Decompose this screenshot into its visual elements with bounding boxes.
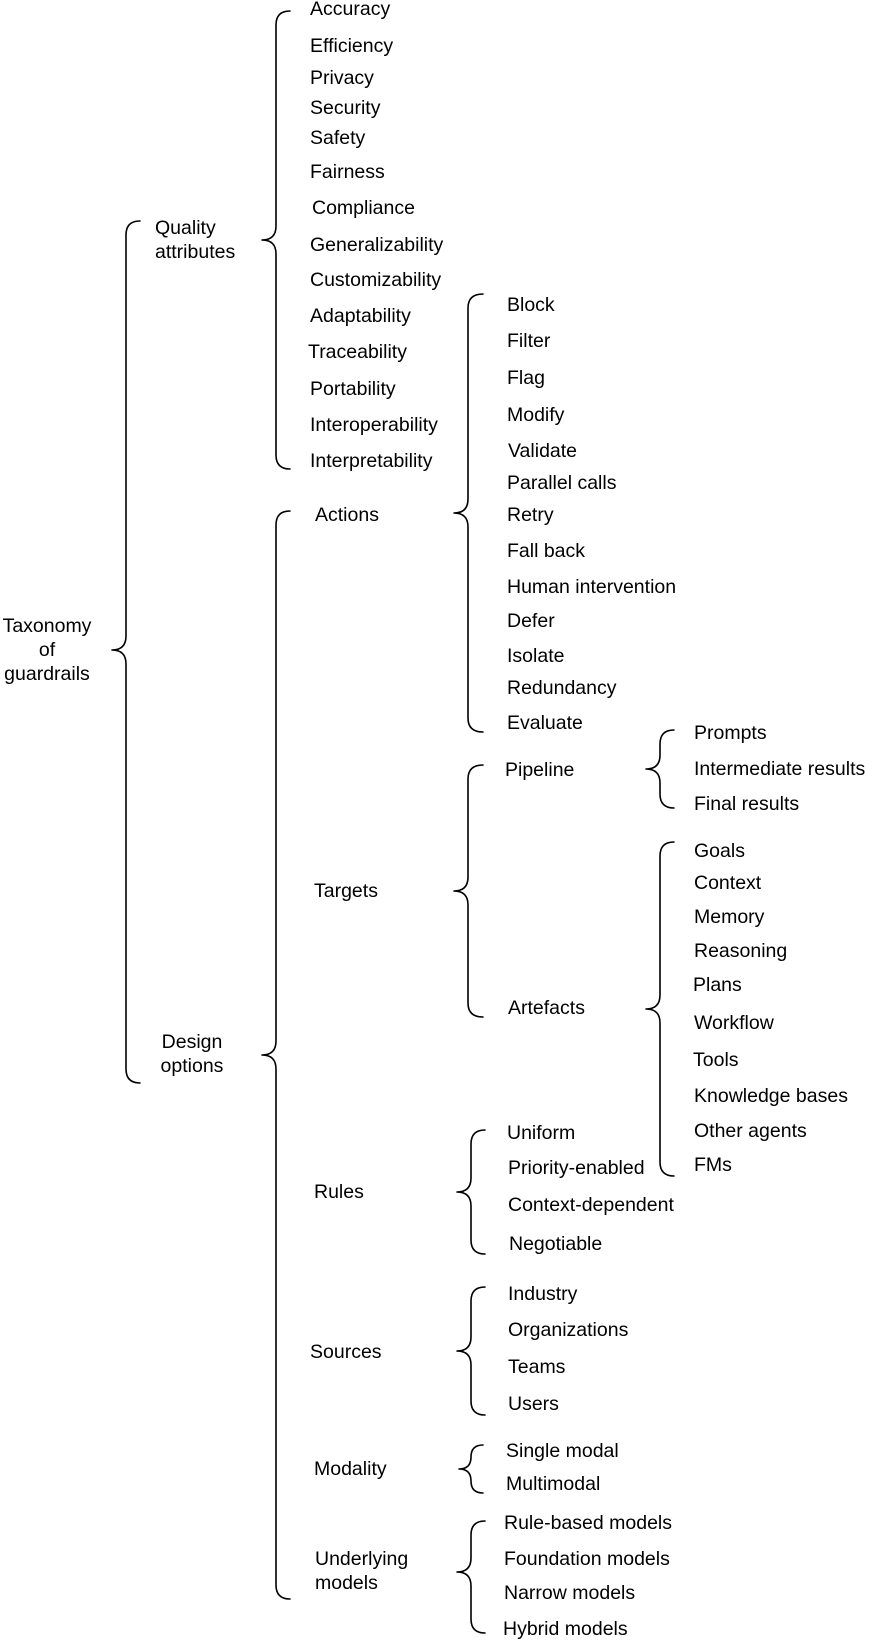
quality-attribute-item: Generalizability <box>310 234 444 256</box>
artefacts-label: Artefacts <box>508 997 585 1019</box>
quality-attribute-item: Accuracy <box>310 0 391 20</box>
brace-rules <box>456 1129 486 1255</box>
action-item: Retry <box>507 504 554 526</box>
design-options-label: Design options <box>155 1030 229 1078</box>
brace-design-options <box>261 510 291 1600</box>
model-item: Narrow models <box>504 1582 636 1604</box>
root-label-line: Taxonomy <box>2 615 92 637</box>
root-label: Taxonomy of guardrails <box>0 614 94 686</box>
modality-label: Modality <box>314 1458 387 1480</box>
source-item: Users <box>508 1393 559 1415</box>
brace-quality-attributes <box>261 10 291 470</box>
quality-attribute-item: Interoperability <box>310 414 438 436</box>
label-line: Underlying <box>315 1548 409 1570</box>
brace-underlying-models <box>456 1520 486 1634</box>
artefact-item: Goals <box>694 840 745 862</box>
action-item: Isolate <box>507 645 565 667</box>
underlying-models-label: Underlying models <box>315 1547 408 1595</box>
quality-attribute-item: Compliance <box>312 197 415 219</box>
artefact-item: Context <box>694 872 762 894</box>
artefact-item: Other agents <box>694 1120 807 1142</box>
pipeline-item: Intermediate results <box>694 758 866 780</box>
artefact-item: Tools <box>693 1049 739 1071</box>
artefact-item: FMs <box>694 1154 732 1176</box>
action-item: Modify <box>507 404 565 426</box>
action-item: Redundancy <box>507 677 617 699</box>
action-item: Block <box>507 294 555 316</box>
quality-attribute-item: Adaptability <box>310 305 411 327</box>
rule-item: Uniform <box>507 1122 576 1144</box>
quality-attribute-item: Customizability <box>310 269 442 291</box>
model-item: Rule-based models <box>504 1512 673 1534</box>
artefact-item: Workflow <box>694 1012 774 1034</box>
label-line: models <box>315 1572 378 1594</box>
quality-attribute-item: Fairness <box>310 161 385 183</box>
quality-attribute-item: Portability <box>310 378 396 400</box>
rule-item: Priority-enabled <box>508 1157 645 1179</box>
brace-targets <box>453 764 484 1018</box>
action-item: Defer <box>507 610 555 632</box>
sources-label: Sources <box>310 1341 382 1363</box>
quality-attributes-label: Quality attributes <box>155 216 235 264</box>
label-line: Design <box>161 1031 223 1053</box>
quality-attribute-item: Interpretability <box>310 450 433 472</box>
brace-sources <box>456 1286 486 1416</box>
label-line: options <box>160 1055 224 1077</box>
root-label-line: guardrails <box>4 663 90 685</box>
action-item: Human intervention <box>507 576 677 598</box>
artefact-item: Plans <box>693 974 742 996</box>
quality-attribute-item: Privacy <box>310 67 374 89</box>
action-item: Validate <box>508 440 578 462</box>
action-item: Parallel calls <box>507 472 617 494</box>
brace-actions <box>453 293 484 733</box>
rule-item: Negotiable <box>509 1233 603 1255</box>
action-item: Flag <box>507 367 545 389</box>
source-item: Teams <box>508 1356 566 1378</box>
rules-label: Rules <box>314 1181 364 1203</box>
root-label-line: of <box>38 639 56 661</box>
action-item: Evaluate <box>507 712 583 734</box>
quality-attribute-item: Efficiency <box>310 35 394 57</box>
actions-label: Actions <box>315 504 379 526</box>
action-item: Fall back <box>507 540 586 562</box>
source-item: Organizations <box>508 1319 629 1341</box>
pipeline-item: Final results <box>694 793 800 815</box>
targets-label: Targets <box>314 880 378 902</box>
brace-modality <box>458 1444 484 1494</box>
pipeline-item: Prompts <box>694 722 767 744</box>
pipeline-label: Pipeline <box>505 759 575 781</box>
modality-item: Single modal <box>506 1440 619 1462</box>
rule-item: Context-dependent <box>508 1194 674 1216</box>
modality-item: Multimodal <box>506 1473 601 1495</box>
brace-pipeline <box>645 729 675 809</box>
source-item: Industry <box>508 1283 578 1305</box>
quality-attribute-item: Traceability <box>308 341 407 363</box>
quality-attribute-item: Safety <box>310 127 366 149</box>
model-item: Hybrid models <box>503 1618 628 1640</box>
label-line: attributes <box>155 241 236 263</box>
artefact-item: Reasoning <box>694 940 788 962</box>
quality-attribute-item: Security <box>310 97 381 119</box>
label-line: Quality <box>155 217 216 239</box>
model-item: Foundation models <box>504 1548 670 1570</box>
brace-root <box>111 220 141 1084</box>
artefact-item: Memory <box>694 906 765 928</box>
action-item: Filter <box>507 330 551 352</box>
artefact-item: Knowledge bases <box>694 1085 848 1107</box>
brace-artefacts <box>645 841 675 1177</box>
